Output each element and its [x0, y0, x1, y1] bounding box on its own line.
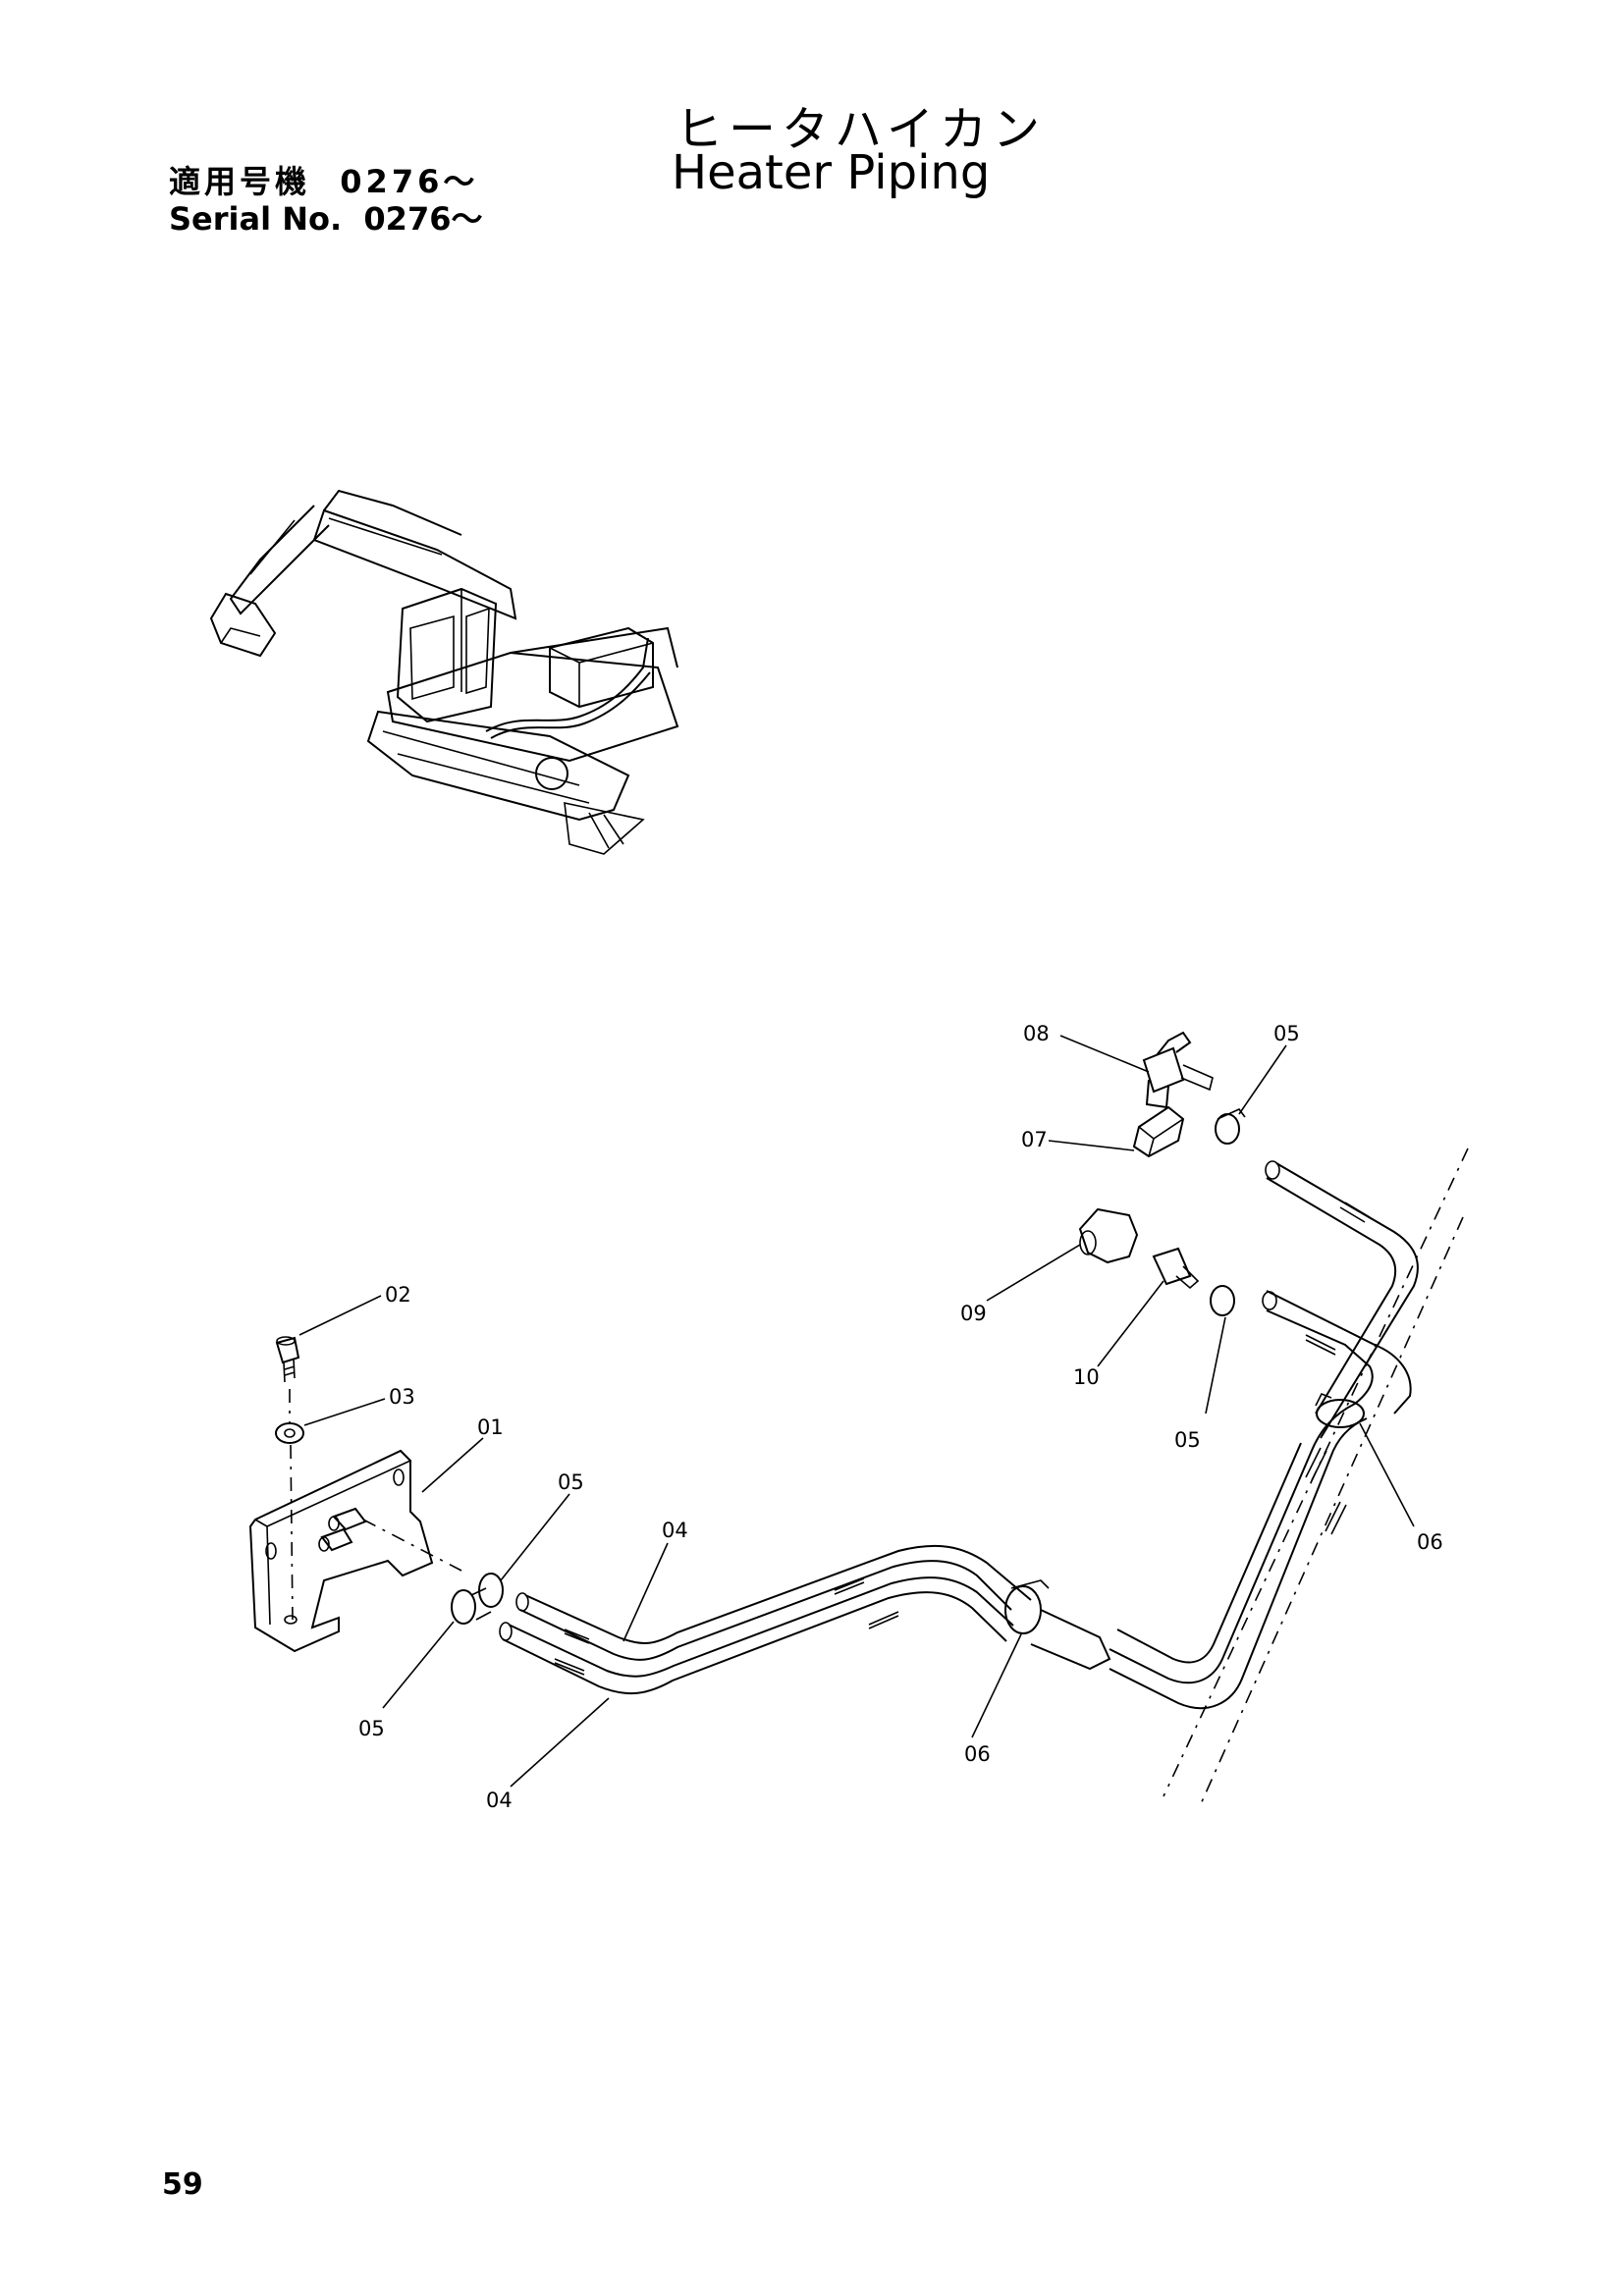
adapter-part-07 [1132, 1105, 1185, 1158]
bracket-part-01 [248, 1449, 434, 1653]
label-part-02: 02 [385, 1283, 411, 1307]
bolt-part-02 [275, 1336, 300, 1383]
label-part-10: 10 [1073, 1365, 1100, 1389]
label-part-05-c: 05 [1273, 1022, 1300, 1045]
label-part-03: 03 [389, 1385, 415, 1409]
label-part-04-a: 04 [662, 1519, 688, 1542]
band-clamp-06-upper [1315, 1392, 1365, 1428]
nipple-part-10 [1152, 1247, 1200, 1290]
hose-clamp-top-lug [1217, 1108, 1246, 1120]
page-title-jp: ヒータハイカン [676, 102, 1047, 157]
bolt-centerline [289, 1389, 294, 1621]
frame-line-b [1199, 1216, 1464, 1807]
page-number: 59 [162, 2167, 203, 2202]
serial-label-jp: 適用号機 0276～ [169, 163, 479, 200]
label-part-05-a: 05 [558, 1470, 584, 1494]
washer-part-03 [275, 1422, 304, 1444]
hose-clamp-left [451, 1573, 504, 1625]
label-part-05-b: 05 [358, 1717, 385, 1740]
serial-label-en: Serial No. 0276～ [169, 200, 483, 238]
heater-hose-right [1109, 1160, 1419, 1710]
label-part-05-d: 05 [1174, 1428, 1201, 1452]
band-clamp-06-lower [1004, 1579, 1111, 1671]
label-part-09: 09 [960, 1302, 987, 1325]
label-part-04-b: 04 [486, 1789, 513, 1812]
excavator-illustration [209, 489, 679, 855]
label-part-06-a: 06 [964, 1742, 991, 1766]
hose-clamp-middle [1210, 1285, 1235, 1316]
label-part-06-b: 06 [1417, 1530, 1443, 1554]
page-title-en: Heater Piping [672, 145, 991, 200]
drain-cock-part-08 [1142, 1031, 1214, 1109]
frame-line-a [1163, 1148, 1469, 1797]
heater-hose-04 [499, 1544, 1032, 1695]
nipple-centerline [362, 1519, 462, 1572]
label-part-01: 01 [477, 1415, 504, 1439]
elbow-part-09 [1078, 1207, 1139, 1264]
label-part-08: 08 [1023, 1022, 1050, 1045]
leader-lines [298, 1035, 1415, 1788]
label-part-07: 07 [1021, 1128, 1048, 1151]
